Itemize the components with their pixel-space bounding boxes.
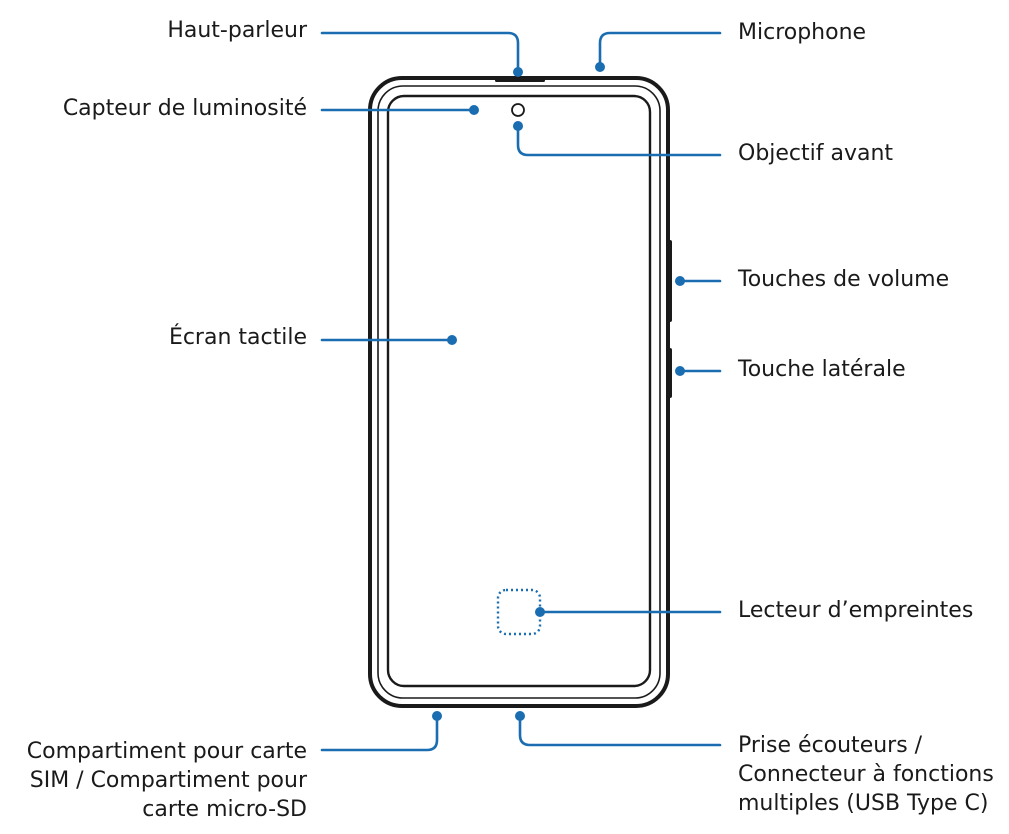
- label-sim-tray: Compartiment pour carte SIM / Compartime…: [26, 739, 307, 822]
- dot-light-sensor: [469, 105, 479, 115]
- dot-volume-keys: [675, 276, 685, 286]
- side-key-shape: [666, 348, 672, 398]
- callout-speaker-line: [320, 31, 520, 74]
- label-light-sensor: Capteur de luminosité: [62, 96, 307, 121]
- touchscreen-area: [386, 94, 652, 688]
- front-camera-icon: [511, 103, 525, 117]
- dot-speaker: [513, 67, 523, 77]
- label-front-camera: Objectif avant: [738, 141, 894, 166]
- label-microphone: Microphone: [738, 20, 867, 45]
- phone-inner-frame: [377, 85, 661, 699]
- dot-fingerprint: [535, 607, 545, 617]
- dot-sim-tray: [432, 711, 442, 721]
- label-usb-port: Prise écouteurs / Connecteur à fonctions…: [738, 733, 994, 816]
- volume-keys-shape: [666, 240, 672, 322]
- dot-usb-port: [515, 711, 525, 721]
- callout-microphone-line: [598, 31, 722, 69]
- callout-usb-port-line: [518, 714, 722, 747]
- label-volume-keys: Touches de volume: [738, 267, 950, 292]
- callout-sim-tray-line: [320, 714, 439, 752]
- dot-front-camera: [513, 121, 523, 131]
- dot-microphone: [595, 62, 605, 72]
- phone-front-outline-icon: [368, 76, 672, 708]
- fingerprint-sensor-icon: [496, 588, 542, 636]
- label-speaker: Haut-parleur: [167, 18, 307, 43]
- dot-side-key: [675, 366, 685, 376]
- callout-front-camera-line: [516, 124, 722, 157]
- dot-touchscreen: [447, 335, 457, 345]
- speaker-slit: [495, 79, 545, 82]
- label-fingerprint: Lecteur d’empreintes: [738, 598, 974, 623]
- label-side-key: Touche latérale: [738, 357, 906, 382]
- label-touchscreen: Écran tactile: [168, 325, 307, 350]
